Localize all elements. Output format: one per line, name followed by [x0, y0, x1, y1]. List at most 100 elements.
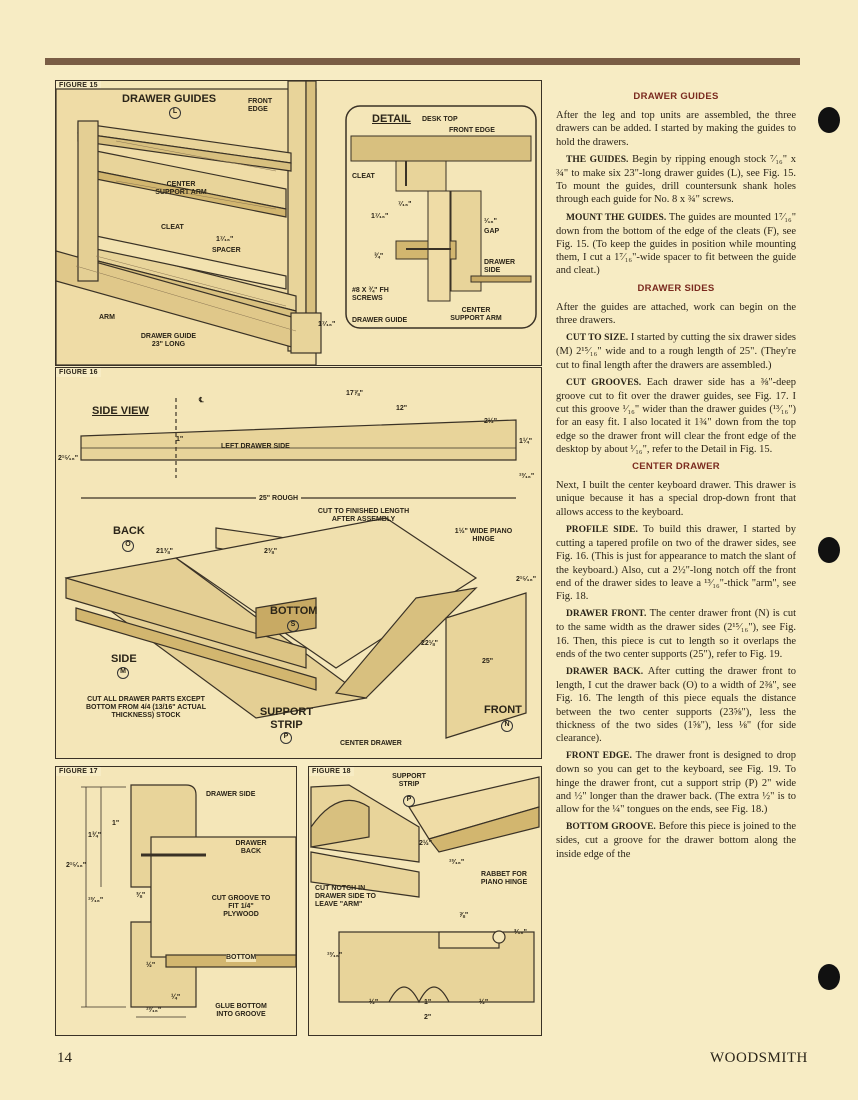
- figure-label: FIGURE 15: [56, 81, 101, 90]
- arm-label: ARM: [99, 314, 115, 321]
- part-marker-p: P: [403, 795, 415, 807]
- dim-114: 1¼": [519, 438, 533, 445]
- paragraph: PROFILE SIDE. To build this drawer, I st…: [556, 523, 796, 603]
- binder-hole: [818, 107, 840, 133]
- paragraph: MOUNT THE GUIDES. The guides are mounted…: [556, 211, 796, 278]
- paragraph: CUT TO SIZE. I started by cutting the si…: [556, 331, 796, 372]
- dim-21516: 2¹⁵⁄₁₆": [66, 862, 87, 869]
- figure-18: FIGURE 18 SUPPORT STRIP P 2½" ¹³⁄₁₆" RAB…: [308, 766, 542, 1036]
- dim-34: ¾": [374, 253, 384, 260]
- detail-drawer-guide-label: DRAWER GUIDE: [352, 317, 408, 324]
- paragraph-text: To build this drawer, I started by cutti…: [556, 523, 796, 602]
- dim-1316: ¹³⁄₁₆": [519, 473, 535, 480]
- cleat-label: CLEAT: [161, 224, 184, 231]
- binder-hole: [818, 537, 840, 563]
- dim-1778: 17⅞": [346, 390, 363, 397]
- paragraph: CUT GROOVES. Each drawer side has a ⅜"-d…: [556, 376, 796, 456]
- dim-134: 1¾": [88, 832, 102, 839]
- screws-label: #8 x ¾" Fh SCREWS: [352, 287, 389, 303]
- dim-12: ½": [146, 962, 156, 969]
- dim-238: 2⅜": [264, 548, 278, 555]
- dim-1316: ¹³⁄₁₆": [449, 859, 465, 866]
- bottom-label: BOTTOM: [226, 954, 257, 963]
- front-label: FRONT: [484, 704, 522, 716]
- part-marker-n: N: [501, 720, 513, 732]
- paragraph: THE GUIDES. Begin by ripping enough stoc…: [556, 153, 796, 207]
- left-drawer-side-label: LEFT DRAWER SIDE: [221, 443, 290, 450]
- dim-1716-detail: 1⁷⁄₁₆": [371, 213, 389, 220]
- paragraph: BOTTOM GROOVE. Before this piece is join…: [556, 820, 796, 861]
- figure-label: FIGURE 16: [56, 368, 101, 377]
- run-in-heading: CUT TO SIZE.: [566, 333, 629, 344]
- figure-16-drawing: [64, 398, 527, 739]
- paragraph-text: I started by cutting the six drawer side…: [556, 332, 797, 371]
- part-marker-l: L: [169, 107, 181, 119]
- paragraph-text: Each drawer side has a ⅜"-deep groove cu…: [556, 376, 797, 455]
- glue-bottom-label: GLUE BOTTOM INTO GROOVE: [215, 1003, 267, 1019]
- paragraph-text: The guides are mounted 1⁷⁄₁₆" down from …: [556, 211, 797, 277]
- dim-2: 2": [424, 1014, 432, 1021]
- spacer-label: SPACER: [212, 247, 241, 254]
- detail-cleat-label: CLEAT: [352, 173, 375, 180]
- dim-212: 2½": [419, 840, 433, 847]
- rabbet-label: RABBET FOR PIANO HINGE: [480, 871, 528, 887]
- gap-dim: ¹⁄₁₆": [484, 218, 497, 225]
- dim-2138: 21⅜": [156, 548, 173, 555]
- figure-15-drawing: [56, 81, 537, 365]
- run-in-heading: CUT GROOVES.: [566, 377, 642, 388]
- part-marker-m: M: [117, 667, 129, 679]
- centerline-symbol: ℄: [199, 397, 204, 404]
- paragraph-text: After cutting the drawer front to length…: [556, 665, 796, 744]
- dim-316: ³⁄₁₆": [514, 929, 527, 936]
- paragraph: After the guides are attached, work can …: [556, 301, 796, 327]
- dim-12: 12": [396, 405, 408, 412]
- bottom-label: BOTTOM: [270, 605, 318, 617]
- center-support-arm-label: CENTER SUPPORT ARM: [155, 181, 207, 197]
- figure-16: FIGURE 16 SIDE VIEW ℄ 17⅞" 12" 2½" 1" LE…: [55, 367, 542, 759]
- paragraph-text: The center drawer front (N) is cut to th…: [556, 608, 797, 660]
- magazine-name: WOODSMITH: [710, 1050, 808, 1066]
- side-view-title: SIDE VIEW: [92, 405, 149, 417]
- dim-12: ½": [369, 999, 379, 1006]
- run-in-heading: MOUNT THE GUIDES.: [566, 212, 667, 223]
- detail-drawer-side-label: DRAWER SIDE: [484, 259, 516, 275]
- dim-2218: 22⅛": [421, 640, 438, 647]
- paragraph: DRAWER BACK. After cutting the drawer fr…: [556, 665, 796, 745]
- binder-hole: [818, 964, 840, 990]
- figure-15: FIGURE 15: [55, 80, 542, 366]
- run-in-heading: BOTTOM GROOVE.: [566, 822, 656, 833]
- page-number: 14: [57, 1050, 72, 1066]
- piano-hinge-label: 1½" WIDE PIANO HINGE: [454, 528, 513, 544]
- part-marker-p: P: [280, 732, 292, 744]
- detail-center-support-arm-label: CENTER SUPPORT ARM: [450, 307, 502, 323]
- dim-21516: 2¹⁵⁄₁₆": [58, 455, 79, 462]
- dim-1316b: ¹³⁄₁₆": [146, 1007, 162, 1014]
- cut-groove-label: CUT GROOVE TO FIT 1/4" PLYWOOD: [211, 895, 271, 919]
- dim-38: ⅜": [136, 892, 146, 899]
- heading-drawer-guides: DRAWER GUIDES: [633, 91, 719, 102]
- paragraph-text: Before this piece is joined to the sides…: [556, 821, 797, 860]
- spacer-dim: 1⁷⁄₁₆": [216, 236, 234, 243]
- detail-title: DETAIL: [372, 113, 411, 125]
- run-in-heading: FRONT EDGE.: [566, 751, 632, 762]
- support-strip-label: SUPPORT STRIP: [392, 773, 426, 789]
- dim-716: ⁷⁄₁₆": [398, 201, 412, 208]
- dim-1: 1": [112, 820, 120, 827]
- paragraph: DRAWER FRONT. The center drawer front (N…: [556, 607, 796, 661]
- part-marker-o: O: [122, 540, 134, 552]
- run-in-heading: DRAWER FRONT.: [566, 609, 647, 620]
- stock-note: CUT ALL DRAWER PARTS EXCEPT BOTTOM FROM …: [86, 696, 206, 720]
- heading-center-drawer: CENTER DRAWER: [632, 461, 720, 473]
- dim-25: 25": [482, 658, 494, 665]
- side-label: SIDE: [111, 653, 137, 665]
- figure-label: FIGURE 18: [309, 767, 354, 776]
- run-in-heading: DRAWER BACK.: [566, 666, 644, 677]
- article-column: DRAWER GUIDES After the leg and top unit…: [556, 86, 796, 865]
- part-marker-s: S: [287, 620, 299, 632]
- drawer-guides-label: DRAWER GUIDES: [122, 93, 217, 105]
- drawer-back-label: DRAWER BACK: [235, 840, 267, 856]
- paragraph-text: Begin by ripping enough stock ⁷⁄₁₆" x ¾"…: [556, 153, 796, 206]
- dim-1716: 1⁷⁄₁₆": [318, 321, 336, 328]
- detail-front-edge-label: FRONT EDGE: [449, 127, 495, 134]
- header-rule: [45, 58, 800, 65]
